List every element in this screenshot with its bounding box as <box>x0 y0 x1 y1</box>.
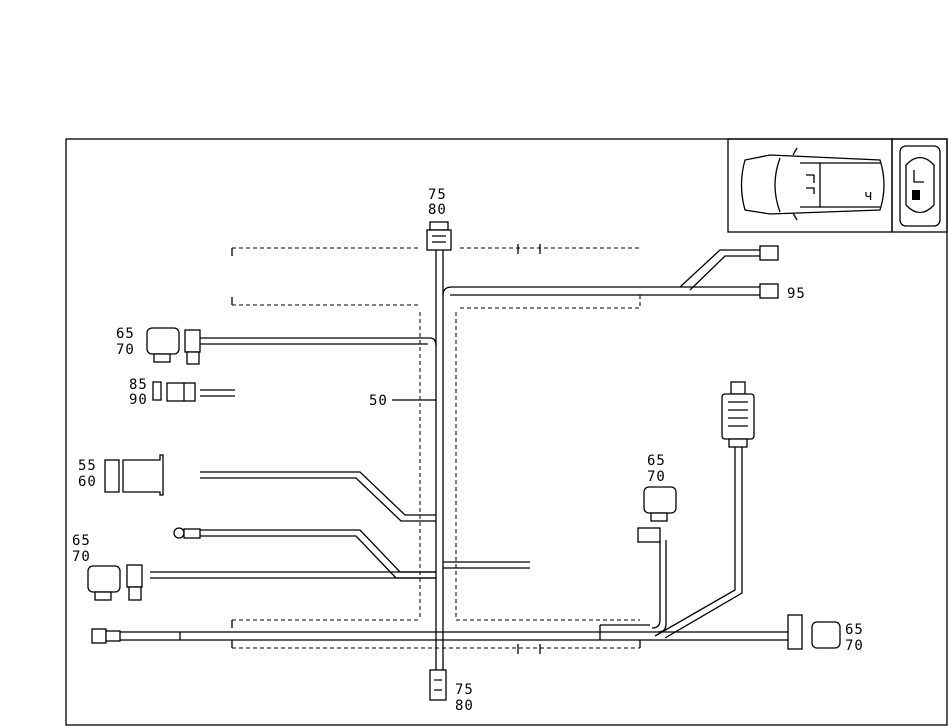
label-harness: 50 <box>369 393 388 409</box>
label-left-2-2: 90 <box>129 392 148 408</box>
label-left-1-2: 70 <box>116 342 135 358</box>
connector-left-1[interactable] <box>146 327 201 365</box>
connector-mid-right[interactable] <box>637 486 677 543</box>
label-top-center-2: 80 <box>428 202 447 218</box>
car-location-inset: ч <box>727 138 948 233</box>
connector-bottom-left[interactable] <box>91 628 121 644</box>
connector-top-center[interactable] <box>426 221 452 251</box>
connector-right-bottom[interactable] <box>787 614 841 650</box>
label-mid-right-1: 65 <box>647 453 666 469</box>
label-left-3-1: 55 <box>78 458 97 474</box>
label-left-2-1: 85 <box>129 377 148 393</box>
connector-left-3[interactable] <box>104 454 164 496</box>
label-left-4-1: 65 <box>72 533 91 549</box>
connector-bottom-center[interactable] <box>429 669 447 701</box>
connector-left-4[interactable] <box>87 564 143 601</box>
label-right-bottom-1: 65 <box>845 622 864 638</box>
label-right-bottom-2: 70 <box>845 638 864 654</box>
label-left-1-1: 65 <box>116 326 135 342</box>
connector-right-top[interactable] <box>759 245 779 299</box>
label-top-center-1: 75 <box>428 187 447 203</box>
label-mid-right-2: 70 <box>647 469 666 485</box>
label-bottom-center-2: 80 <box>455 698 474 714</box>
label-left-3-2: 60 <box>78 474 97 490</box>
diagram-frame <box>65 138 948 726</box>
connector-ring-terminal[interactable] <box>173 527 201 539</box>
optional-routes <box>231 244 641 654</box>
label-right-top: 95 <box>787 286 806 302</box>
inset-marker: ч <box>864 188 873 204</box>
connector-ecu[interactable] <box>721 381 755 448</box>
label-bottom-center-1: 75 <box>455 682 474 698</box>
connector-left-2[interactable] <box>152 381 196 402</box>
wire-harness <box>120 230 800 670</box>
label-left-4-2: 70 <box>72 549 91 565</box>
part-labels: 75 80 95 65 70 85 90 50 55 60 65 70 65 7… <box>72 187 864 714</box>
